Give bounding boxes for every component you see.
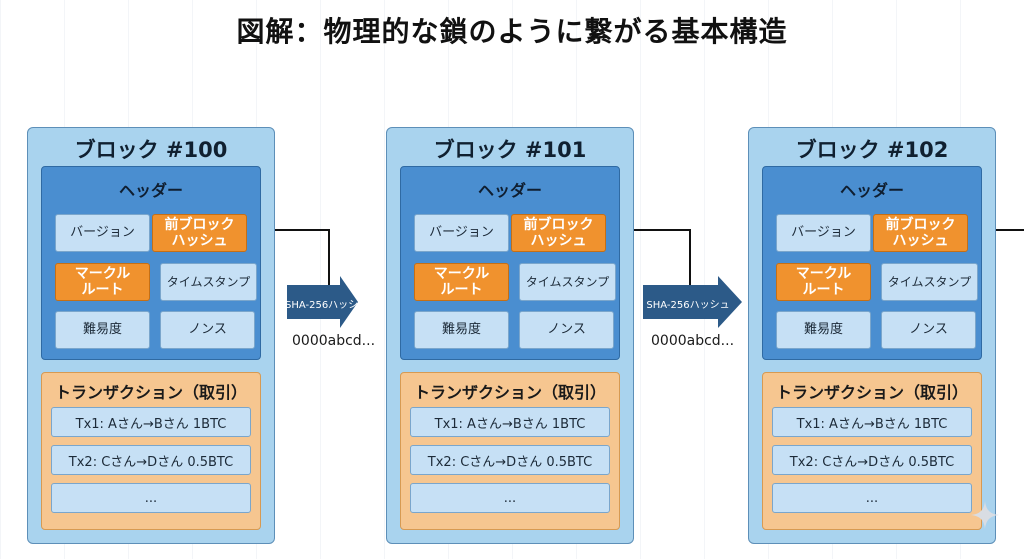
block-title: ブロック #102	[795, 138, 949, 162]
transaction-row: Tx2: Cさん→Dさん 0.5BTC	[410, 445, 610, 475]
version-field: バージョン	[776, 214, 871, 252]
difficulty-field: 難易度	[414, 311, 509, 349]
header-section: ヘッダー バージョン 前ブロック ハッシュ マークル ルート タイムスタンプ 難…	[762, 166, 982, 360]
timestamp-field: タイムスタンプ	[881, 263, 978, 301]
nonce-field: ノンス	[160, 311, 255, 349]
header-title: ヘッダー	[839, 181, 904, 200]
connector-1-hash: 0000abcd...	[292, 333, 376, 349]
transactions-title: トランザクション（取引）	[775, 383, 968, 402]
block-101: ブロック #101 ヘッダー バージョン 前ブロック ハッシュ マークル ルート…	[386, 127, 634, 544]
page-title: 図解：物理的な鎖のように繋がる基本構造	[236, 15, 788, 48]
sparkle-icon	[971, 501, 999, 529]
timestamp-field: タイムスタンプ	[519, 263, 616, 301]
header-section: ヘッダー バージョン 前ブロック ハッシュ マークル ルート タイムスタンプ 難…	[41, 166, 261, 360]
header-title: ヘッダー	[477, 181, 542, 200]
header-section: ヘッダー バージョン 前ブロック ハッシュ マークル ルート タイムスタンプ 難…	[400, 166, 620, 360]
transaction-row: Tx2: Cさん→Dさん 0.5BTC	[772, 445, 972, 475]
version-field: バージョン	[414, 214, 509, 252]
block-100: ブロック #100 ヘッダー バージョン 前ブロック ハッシュ マークル ルート…	[27, 127, 275, 544]
block-102: ブロック #102 ヘッダー バージョン 前ブロック ハッシュ マークル ルート…	[748, 127, 996, 544]
transactions-section: トランザクション（取引） Tx1: Aさん→Bさん 1BTC Tx2: Cさん→…	[400, 372, 620, 530]
transaction-row-more: ...	[51, 483, 251, 513]
transactions-title: トランザクション（取引）	[413, 383, 606, 402]
transaction-row: Tx1: Aさん→Bさん 1BTC	[51, 407, 251, 437]
nonce-field: ノンス	[881, 311, 976, 349]
merkle-root-field: マークル ルート	[776, 263, 871, 301]
merkle-root-field: マークル ルート	[414, 263, 509, 301]
transaction-row: Tx2: Cさん→Dさん 0.5BTC	[51, 445, 251, 475]
version-field: バージョン	[55, 214, 150, 252]
transaction-row-more: ...	[410, 483, 610, 513]
transaction-row-more: ...	[772, 483, 972, 513]
prev-hash-field: 前ブロック ハッシュ	[873, 214, 968, 252]
block-title: ブロック #100	[74, 138, 228, 162]
timestamp-field: タイムスタンプ	[160, 263, 257, 301]
difficulty-field: 難易度	[55, 311, 150, 349]
header-title: ヘッダー	[118, 181, 183, 200]
merkle-root-field: マークル ルート	[55, 263, 150, 301]
connector-2-hash: 0000abcd...	[651, 333, 735, 349]
transactions-section: トランザクション（取引） Tx1: Aさん→Bさん 1BTC Tx2: Cさん→…	[41, 372, 261, 530]
transactions-section: トランザクション（取引） Tx1: Aさん→Bさん 1BTC Tx2: Cさん→…	[762, 372, 982, 530]
connector-1-label: SHA-256ハッシュ	[285, 300, 369, 311]
connector-2-label: SHA-256ハッシュ	[646, 300, 730, 311]
transaction-row: Tx1: Aさん→Bさん 1BTC	[410, 407, 610, 437]
prev-hash-field: 前ブロック ハッシュ	[152, 214, 247, 252]
block-title: ブロック #101	[433, 138, 587, 162]
transactions-title: トランザクション（取引）	[54, 383, 247, 402]
difficulty-field: 難易度	[776, 311, 871, 349]
prev-hash-field: 前ブロック ハッシュ	[511, 214, 606, 252]
nonce-field: ノンス	[519, 311, 614, 349]
transaction-row: Tx1: Aさん→Bさん 1BTC	[772, 407, 972, 437]
